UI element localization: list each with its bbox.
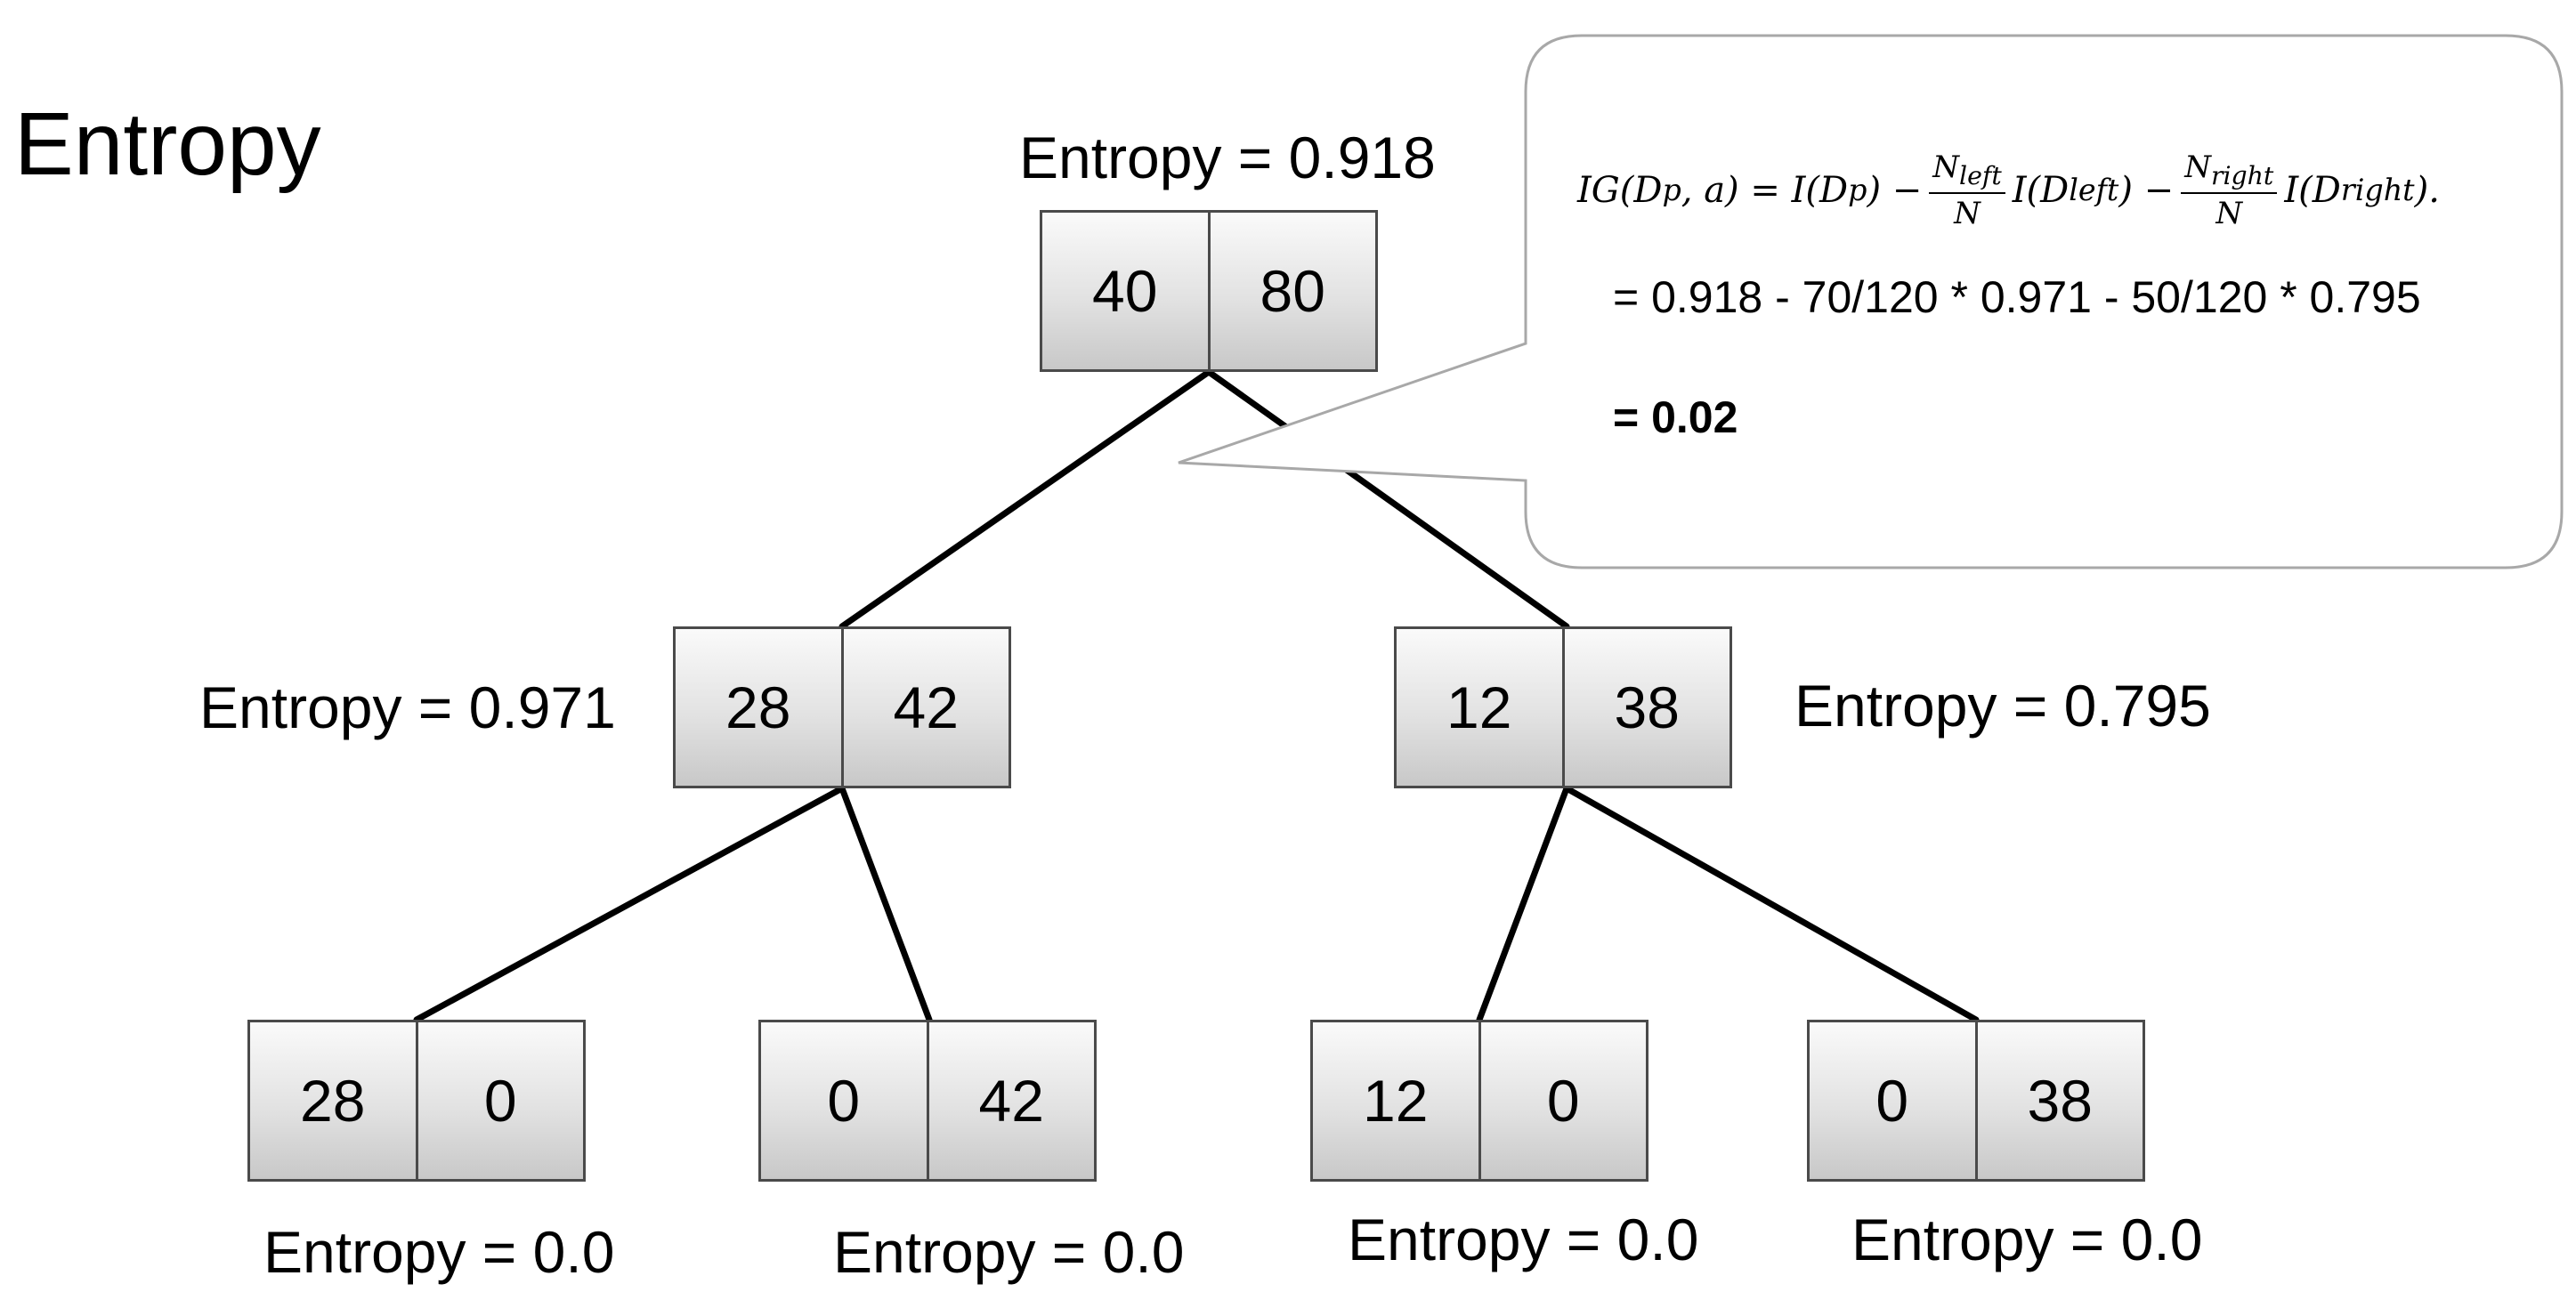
formula-term-left: I(D [2012,169,2070,211]
right-count-right: 38 [1564,626,1732,788]
fraction-right-num-sub: right [2210,160,2274,190]
left-count-left: 28 [673,626,844,788]
formula-term-right-end: ). [2414,169,2440,211]
left-count-right: 42 [843,626,1011,788]
leaf-right-right-count-b: 38 [1977,1020,2145,1182]
leaf-left-left-count-a: 28 [247,1020,418,1182]
fraction-right-weight: Nright N [2181,149,2278,231]
right-node: 12 38 [1394,626,1732,788]
fraction-left-weight: Nleft N [1929,149,2005,231]
formula-term-right-sub: right [2340,173,2415,208]
root-node: 40 80 [1040,210,1378,372]
formula-lhs: IG(D [1577,169,1663,211]
root-count-left: 40 [1040,210,1211,372]
leaf-left-left-entropy: Entropy = 0.0 [263,1219,615,1285]
right-entropy-label: Entropy = 0.795 [1794,673,2211,739]
formula-parent-end: ) − [1867,169,1923,211]
fraction-right-den: N [2216,195,2243,231]
callout-bubble [1178,34,2564,569]
leaf-left-left-count-b: 0 [417,1020,586,1182]
formula-parent-sub: p [1848,173,1867,208]
leaf-right-left: 12 0 [1310,1020,1648,1182]
formula-term-right: I(D [2284,169,2341,211]
leaf-left-right-count-b: 42 [928,1020,1097,1182]
leaf-left-right-count-a: 0 [758,1020,929,1182]
edge-right-rightright [1563,785,1980,1023]
leaf-right-left-count-a: 12 [1310,1020,1481,1182]
edge-left-leftright [838,785,933,1023]
formula-lhs-end: , a) = I(D [1681,169,1849,211]
fraction-right-num: N [2184,149,2211,185]
root-count-right: 80 [1210,210,1378,372]
leaf-right-left-count-b: 0 [1480,1020,1648,1182]
leaf-right-right: 0 38 [1807,1020,2145,1182]
edge-root-right [1205,368,1570,630]
edge-left-leftleft [413,785,846,1023]
leaf-left-right: 0 42 [758,1020,1097,1182]
leaf-right-right-entropy: Entropy = 0.0 [1851,1207,2203,1272]
leaf-right-right-count-a: 0 [1807,1020,1978,1182]
edge-right-rightleft [1476,785,1570,1023]
fraction-left-den: N [1954,195,1981,231]
formula-term-left-sub: left [2069,173,2119,208]
leaf-right-left-entropy: Entropy = 0.0 [1348,1207,1699,1272]
slide-title: Entropy [14,94,321,194]
edge-root-left [838,368,1212,630]
formula-term-left-end: ) − [2118,169,2175,211]
right-count-left: 12 [1394,626,1565,788]
formula-lhs-sub: p [1662,173,1681,208]
left-node: 28 42 [673,626,1011,788]
fraction-left-num: N [1932,149,1960,185]
root-entropy-label: Entropy = 0.918 [1019,125,1436,190]
result-line: = 0.02 [1613,392,1738,442]
leaf-left-left: 28 0 [247,1020,586,1182]
leaf-left-right-entropy: Entropy = 0.0 [833,1219,1185,1285]
fraction-left-num-sub: left [1959,160,2002,190]
calculation-line: = 0.918 - 70/120 * 0.971 - 50/120 * 0.79… [1613,272,2421,322]
left-entropy-label: Entropy = 0.971 [199,674,616,740]
